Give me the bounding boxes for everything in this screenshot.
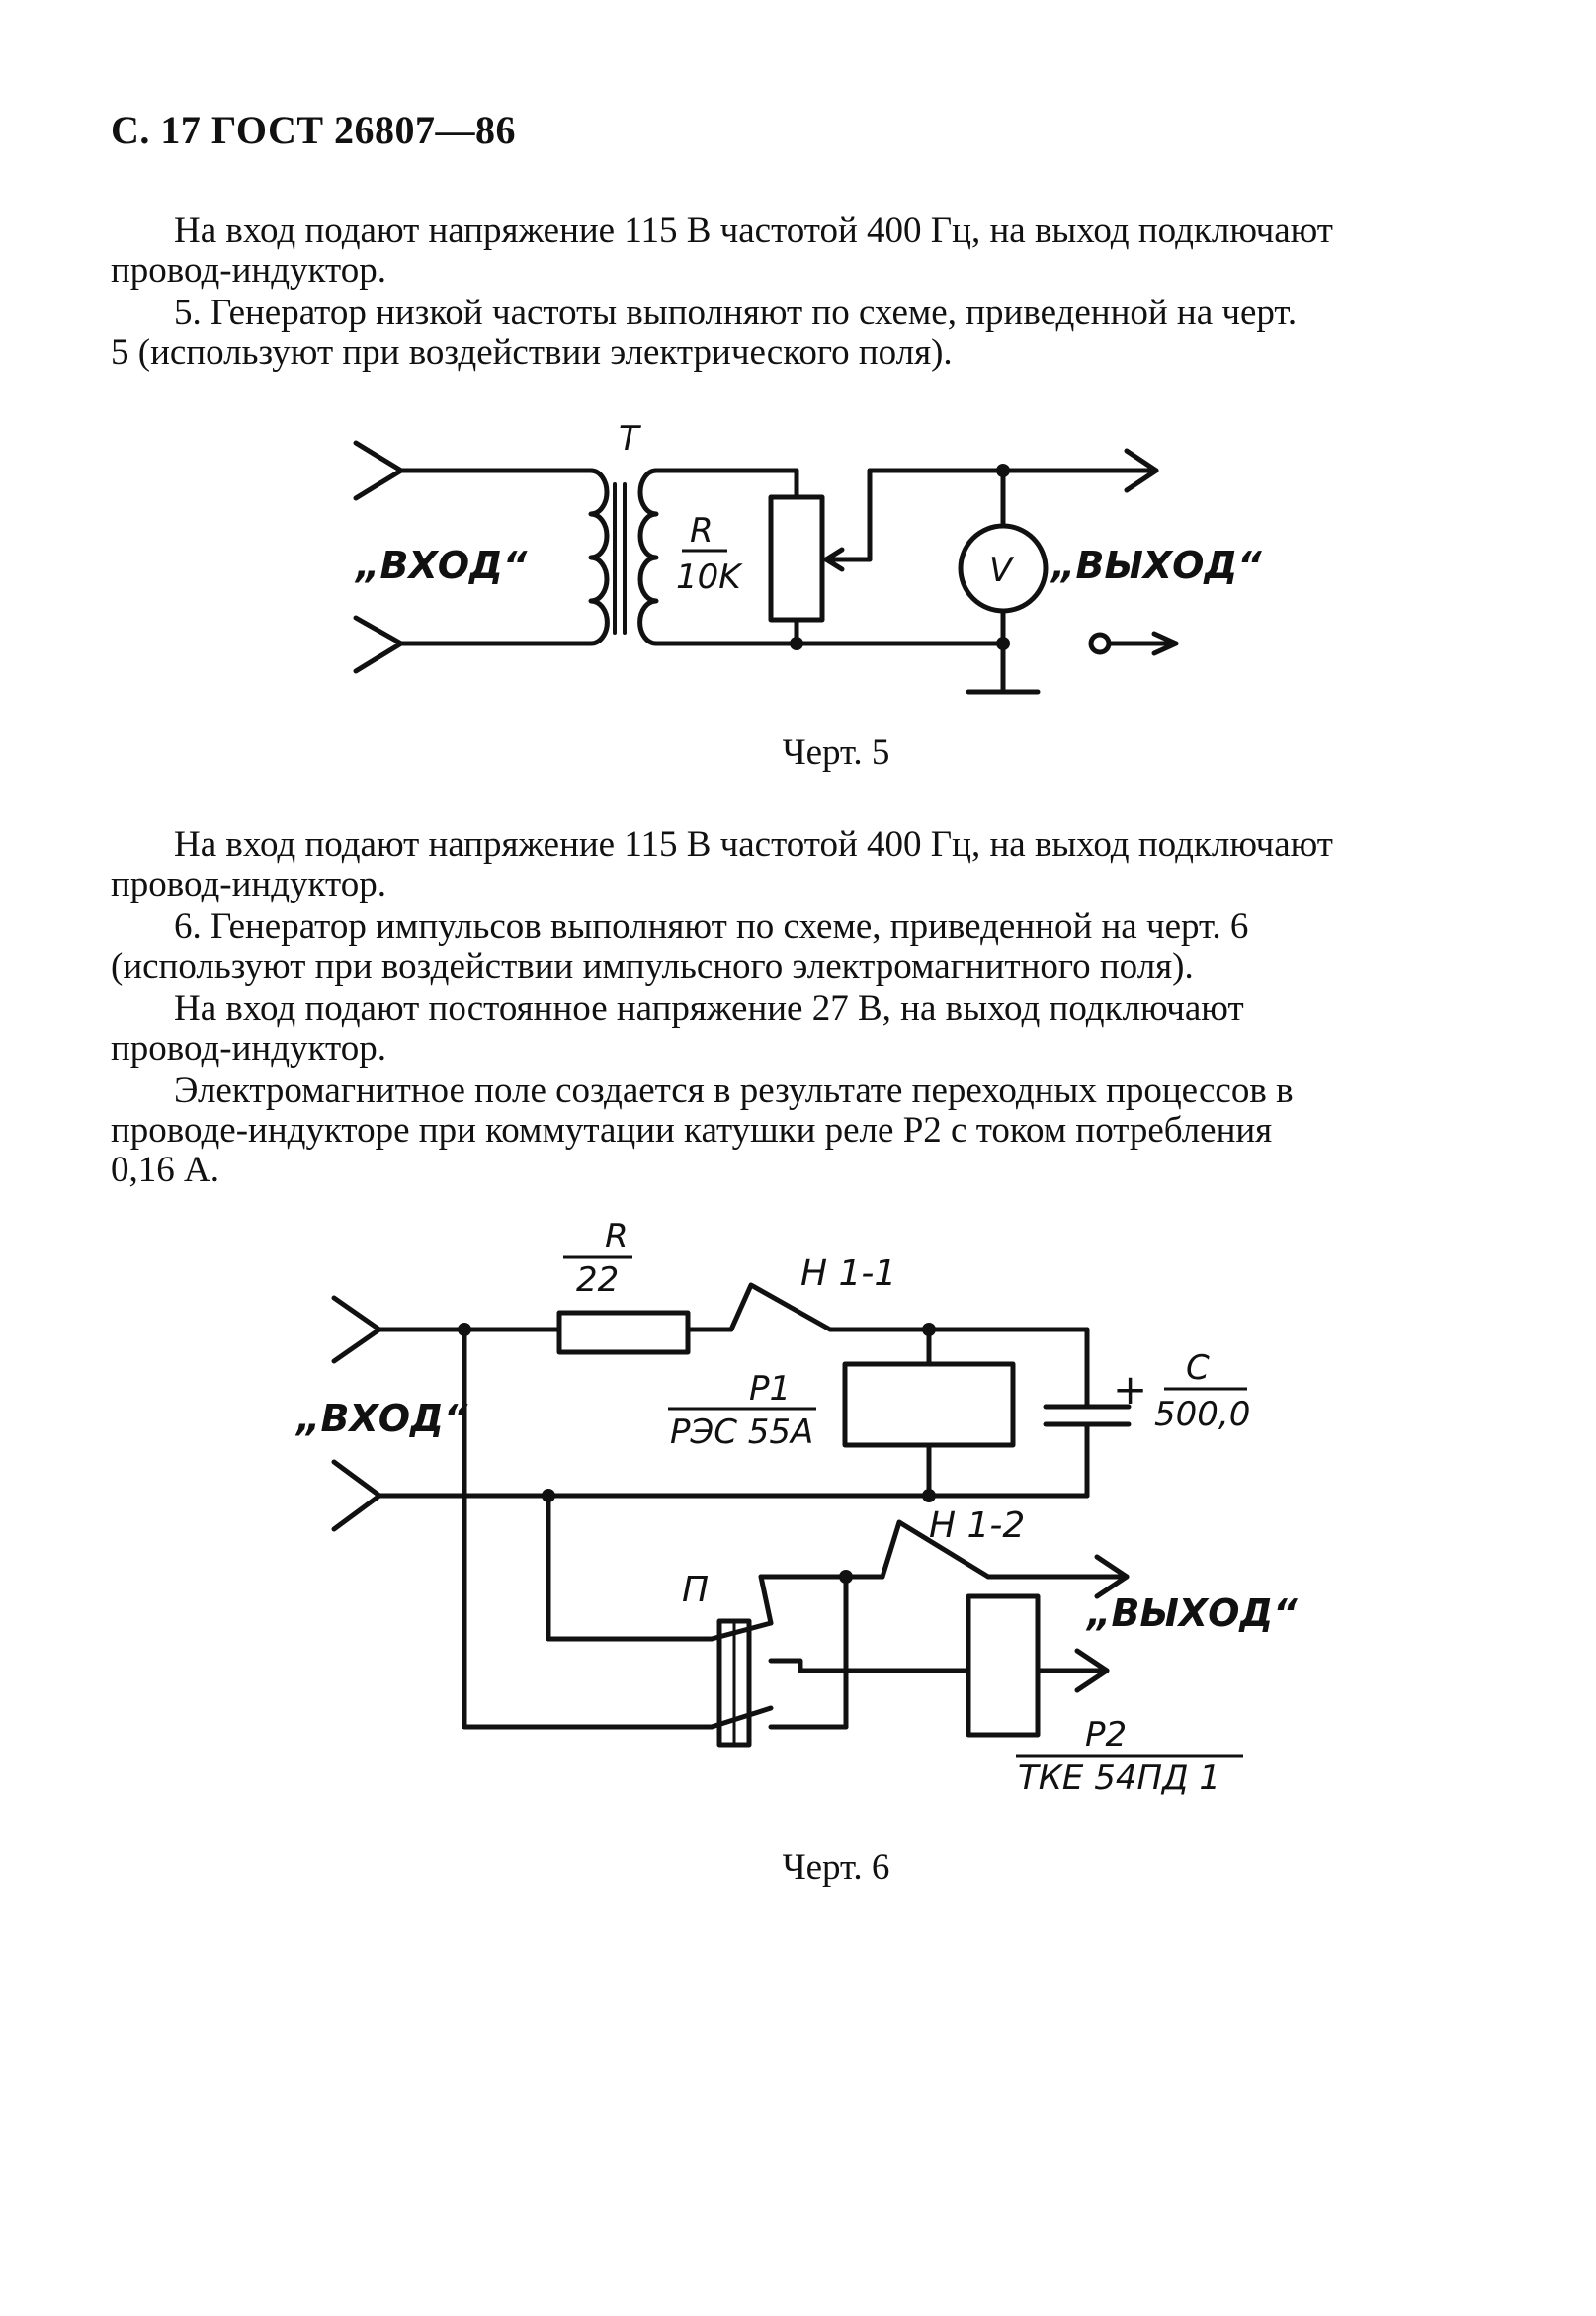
resistor-name: R [690,511,714,551]
figure-5-caption: Черт. 5 [782,732,890,773]
resistor-value: 22 [576,1260,619,1300]
input-label: „ВХОД“ [294,1397,468,1440]
resistor-name: R [605,1217,629,1256]
output-label: „ВЫХОД“ [1085,1591,1298,1635]
resistor-value: 10K [676,558,743,597]
output-label: „ВЫХОД“ [1050,544,1262,587]
paragraph-line: На вход подают напряжение 115 В частотой… [174,824,1333,865]
voltmeter-label: V [989,551,1015,590]
input-label: „ВХОД“ [354,544,528,587]
paragraph-line: провод-индуктор. [111,864,386,904]
paragraph-2: 5. Генератор низкой частоты выполняют по… [111,294,1476,373]
paragraph-3: На вход подают напряжение 115 В частотой… [111,825,1476,904]
paragraph-line: провод-индуктор. [111,1028,386,1069]
paragraph-5: На вход подают постоянное напряжение 27 … [111,989,1476,1069]
page-header: С. 17 ГОСТ 26807—86 [111,108,517,152]
relay-p1-type: РЭС 55А [670,1413,813,1452]
paragraph-line: 0,16 А. [111,1150,219,1190]
relay-p1-name: P1 [749,1369,791,1409]
paragraph-line: проводе-индукторе при коммутации катушки… [111,1110,1273,1151]
switch-h1-1-label: H 1-1 [800,1253,896,1294]
relay-p2-type: ТКЕ 54ПД 1 [1018,1758,1220,1798]
paragraph-line: 5 (используют при воздействии электричес… [111,332,953,373]
paragraph-1: На вход подают напряжение 115 В частотой… [111,212,1476,291]
figure-6-caption: Черт. 6 [782,1847,890,1888]
capacitor-plus: + [1113,1365,1147,1414]
paragraph-line: 6. Генератор импульсов выполняют по схем… [174,906,1249,947]
paragraph-6: Электромагнитное поле создается в резуль… [111,1072,1476,1190]
capacitor-name: C [1186,1348,1210,1388]
paragraph-line: 5. Генератор низкой частоты выполняют по… [174,293,1298,333]
capacitor-value: 500,0 [1154,1395,1250,1434]
paragraph-4: 6. Генератор импульсов выполняют по схем… [111,907,1476,986]
paragraph-line: На вход подают постоянное напряжение 27 … [174,988,1244,1029]
transformer-label: T [619,419,641,459]
paragraph-line: Электромагнитное поле создается в резуль… [174,1071,1294,1111]
paragraph-line: На вход подают напряжение 115 В частотой… [174,211,1333,251]
paragraph-line: провод-индуктор. [111,250,386,291]
paragraph-line: (используют при воздействии импульсного … [111,946,1194,986]
switch-p-label: П [682,1570,709,1610]
relay-p2-name: P2 [1085,1715,1127,1755]
switch-h1-2-label: H 1-2 [929,1505,1025,1546]
